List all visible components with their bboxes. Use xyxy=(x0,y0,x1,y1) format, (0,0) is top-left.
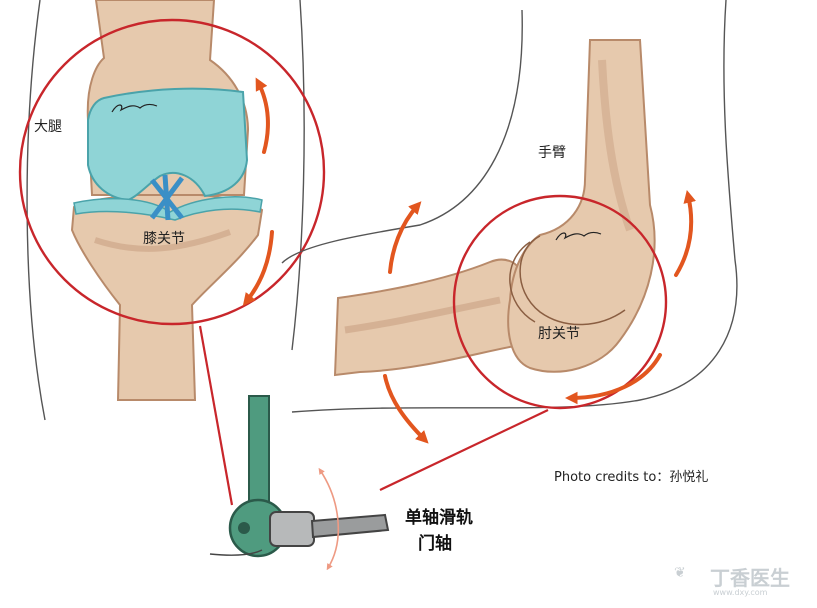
humerus-bone xyxy=(507,39,656,373)
elbow-highlight-circle xyxy=(452,194,668,410)
signature-mark xyxy=(111,103,158,113)
femoral-cartilage xyxy=(87,87,249,202)
tibia-bone xyxy=(70,192,264,401)
leg-outline xyxy=(26,0,305,421)
signature-mark xyxy=(555,231,602,241)
hinge-rotation-arrow xyxy=(318,467,340,571)
hinge-label-line1: 单轴滑轨 xyxy=(405,508,473,528)
elbow-motion-arrows xyxy=(383,190,696,444)
meniscus xyxy=(73,196,263,221)
connector-lines xyxy=(198,325,549,506)
knee-label: 膝关节 xyxy=(143,231,185,247)
thigh-label: 大腿 xyxy=(34,119,62,135)
watermark-logo-text: 丁香医生 xyxy=(710,566,790,590)
hinge-mechanism xyxy=(209,395,390,558)
knee-highlight-circle xyxy=(18,18,326,326)
watermark-url: www.dxy.com xyxy=(713,588,768,597)
hinge-label-line2: 门轴 xyxy=(418,534,452,554)
arm-label: 手臂 xyxy=(538,145,566,161)
elbow-joint-lines xyxy=(509,235,626,326)
knee-motion-arrows xyxy=(242,77,274,306)
photo-credit: Photo credits to：孙悦礼 xyxy=(554,470,709,485)
arm-outline xyxy=(281,0,738,413)
cruciate-ligaments xyxy=(150,174,184,221)
watermark-leaf-icon: ❦ xyxy=(674,565,686,581)
elbow-label: 肘关节 xyxy=(538,326,580,342)
